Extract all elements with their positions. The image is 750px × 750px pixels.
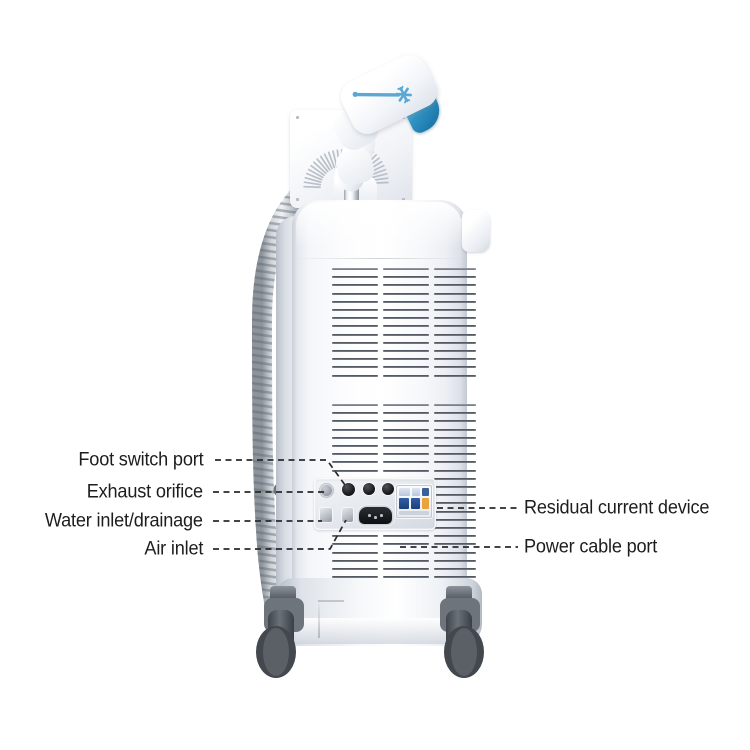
- exhaust-orifice-port[interactable]: [320, 484, 333, 497]
- thermometer-snowflake-icon: [352, 85, 412, 104]
- rcd-reset-button[interactable]: [422, 498, 429, 509]
- rear-connection-panel: [314, 478, 436, 530]
- callout-label-text: Exhaust orifice: [86, 480, 203, 503]
- water-inlet-fitting[interactable]: [320, 508, 332, 522]
- iec-pin: [374, 516, 377, 519]
- callout-label-power-cable-port: Power cable port: [524, 537, 667, 557]
- caster-group: [256, 586, 484, 678]
- callout-label-water-inlet-drainage: Water inlet/drainage: [0, 511, 203, 531]
- callout-label-air-inlet: Air inlet: [0, 539, 203, 559]
- treatment-handpiece: [335, 48, 443, 140]
- callout-label-text: Air inlet: [144, 537, 203, 560]
- callout-label-exhaust-orifice: Exhaust orifice: [0, 482, 203, 502]
- rcd-base: [399, 511, 429, 515]
- callout-label-text: Water inlet/drainage: [45, 509, 203, 532]
- rcd-lever[interactable]: [399, 498, 409, 509]
- screw-icon: [402, 198, 406, 202]
- main-cabinet: [292, 200, 467, 630]
- cabinet-seam: [294, 258, 466, 259]
- swivel-caster: [440, 586, 484, 678]
- power-cable-port[interactable]: [359, 507, 392, 524]
- rcd-lever[interactable]: [411, 498, 420, 509]
- callout-label-foot-switch-port: Foot switch port: [0, 450, 203, 470]
- rcd-test-button[interactable]: [422, 488, 429, 496]
- screw-icon: [296, 116, 300, 120]
- base-notch: [318, 600, 320, 638]
- callout-label-text: Residual current device: [524, 496, 710, 519]
- callout-label-text: Power cable port: [524, 535, 658, 558]
- iec-pin: [368, 514, 371, 517]
- water-drainage-fitting[interactable]: [342, 508, 353, 522]
- callout-label-residual-current-device: Residual current device: [524, 498, 723, 518]
- aux-port-2[interactable]: [382, 483, 394, 495]
- side-handle[interactable]: [462, 210, 490, 252]
- swivel-caster: [256, 586, 304, 678]
- iec-pin: [380, 514, 383, 517]
- callout-label-text: Foot switch port: [77, 448, 203, 471]
- aux-port-1[interactable]: [363, 483, 375, 495]
- vent-louver-block: [332, 268, 378, 388]
- base-notch: [318, 600, 344, 602]
- cabinet-top-highlight: [296, 202, 462, 248]
- foot-switch-port[interactable]: [342, 483, 355, 496]
- vent-louver-block: [383, 268, 429, 388]
- vent-louver-block: [434, 268, 476, 388]
- residual-current-device[interactable]: [396, 485, 432, 518]
- screw-icon: [296, 198, 300, 202]
- rcd-window: [399, 488, 410, 496]
- rcd-window: [412, 488, 420, 496]
